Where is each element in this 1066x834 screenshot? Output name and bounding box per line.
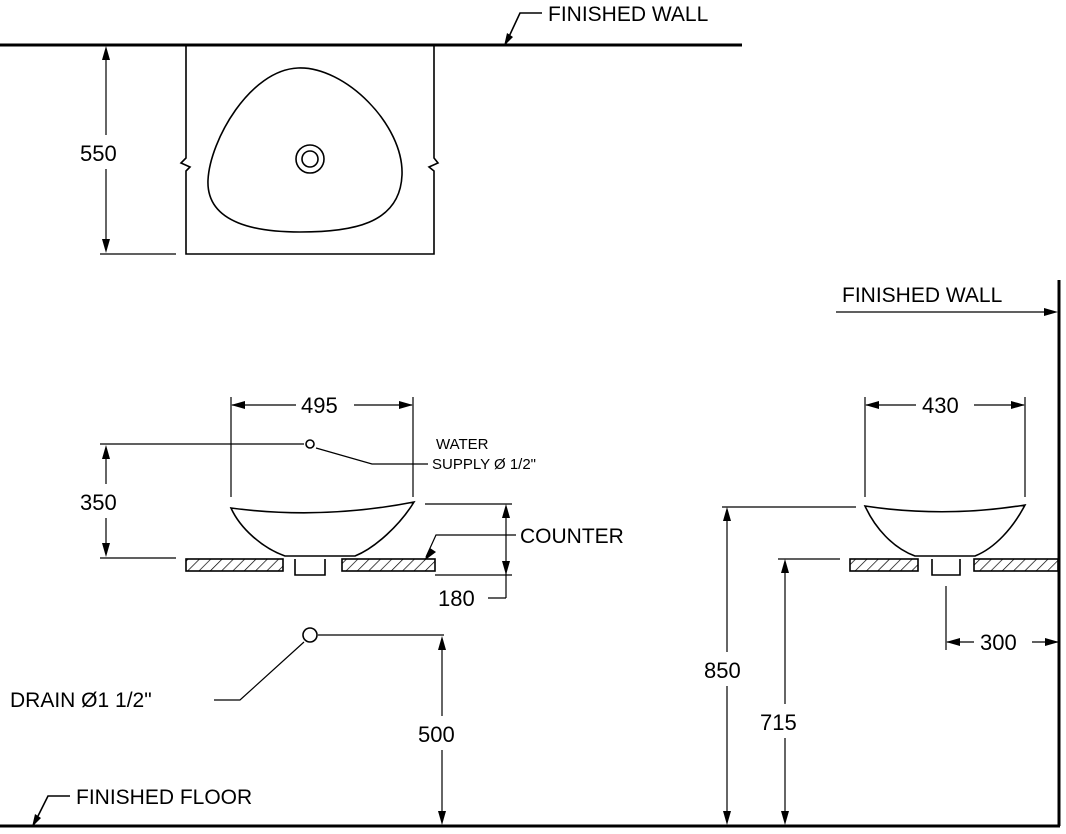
- water-supply-label-2: SUPPLY Ø 1/2": [432, 456, 536, 473]
- dim-180: 180: [438, 586, 475, 611]
- water-supply-leader: [315, 447, 428, 465]
- basin-outline-top: [207, 67, 403, 233]
- side-view: FINISHED WALL 430 850 715 30: [700, 280, 1061, 826]
- dim-850: 850: [704, 658, 741, 683]
- dim-500: 500: [418, 722, 455, 747]
- basin-side: [863, 503, 1027, 557]
- counter-leader: [425, 534, 516, 558]
- counter-label: COUNTER: [520, 525, 624, 548]
- finished-wall-right-label: FINISHED WALL: [842, 284, 1002, 307]
- top-view: FINISHED WALL 550: [0, 3, 742, 255]
- drain-point: [302, 627, 318, 643]
- counter-slab-side-right: [973, 558, 1059, 572]
- counter-slab-right: [341, 558, 436, 572]
- front-view: 495 WATER SUPPLY Ø 1/2" 350 180 COUNTER: [10, 393, 624, 825]
- drain-inner-circle: [301, 150, 319, 168]
- floor: FINISHED FLOOR: [0, 786, 1060, 828]
- drain-label: DRAIN Ø1 1/2": [10, 689, 152, 712]
- dim-300: 300: [980, 630, 1017, 655]
- drain-fitting-side: [931, 559, 961, 576]
- dim-350: 350: [80, 490, 117, 515]
- counter-outline-top: [179, 45, 440, 255]
- counter-slab-left: [185, 558, 284, 572]
- counter-slab-side-left: [849, 558, 919, 572]
- water-supply-point: [305, 439, 315, 449]
- water-supply-label-1: WATER: [436, 436, 489, 453]
- dim-495: 495: [301, 393, 338, 418]
- basin-front: [229, 500, 416, 557]
- drain-fitting-front: [294, 559, 326, 576]
- drain-outer-circle: [295, 144, 325, 174]
- dim-550: 550: [80, 141, 117, 166]
- drain-leader: [214, 641, 305, 701]
- finished-wall-top-label: FINISHED WALL: [548, 3, 708, 26]
- finished-floor-leader: [33, 795, 70, 825]
- dim-715: 715: [760, 710, 797, 735]
- dim-430: 430: [922, 393, 959, 418]
- finished-floor-label: FINISHED FLOOR: [76, 786, 252, 809]
- finished-wall-top-leader: [505, 12, 542, 44]
